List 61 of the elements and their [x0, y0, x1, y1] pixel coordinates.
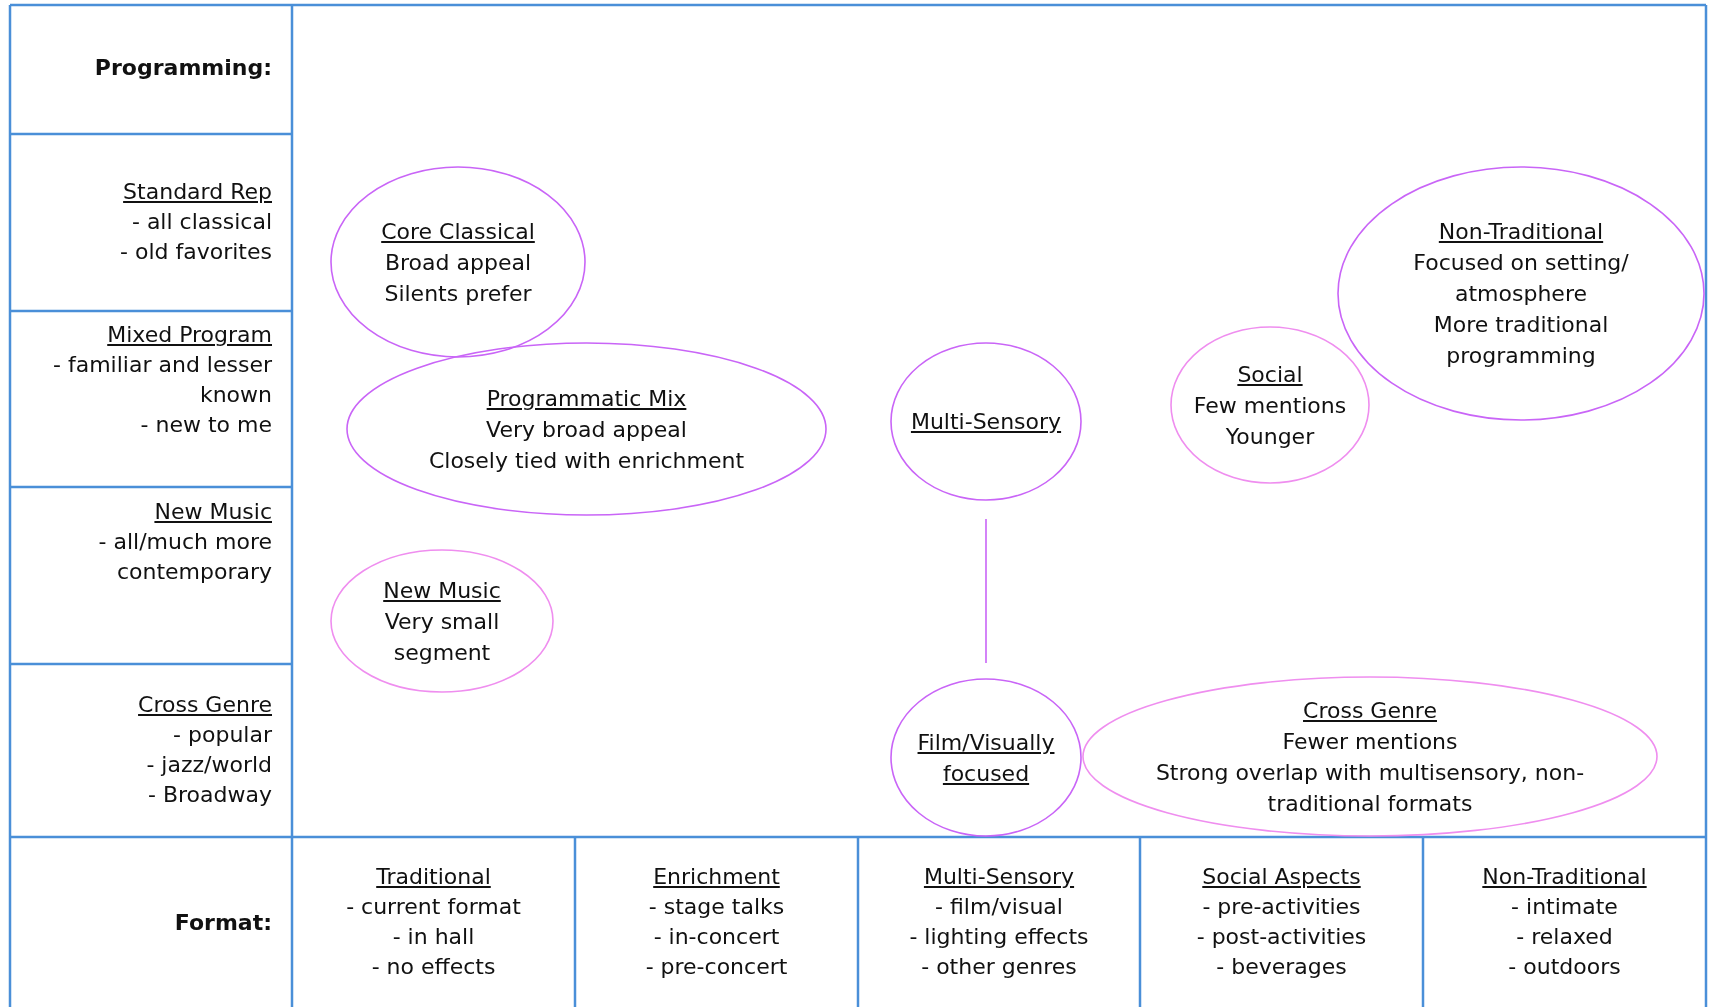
bubble-note: Strong overlap with multisensory, non-traditional formats [1154, 758, 1586, 818]
category-note: - film/visual [935, 893, 1063, 921]
bubble-note: Very broad appeal [486, 415, 687, 444]
oval-bubble [1170, 326, 1370, 484]
category-note: - lighting effects [909, 923, 1089, 951]
category-note: - relaxed [1516, 923, 1613, 951]
bubble-note: Fewer mentions [1282, 727, 1458, 756]
oval-bubble [330, 549, 554, 693]
category-heading: Mixed Program [107, 321, 272, 349]
bubble-heading: New Music [383, 576, 501, 605]
category-note: - other genres [921, 953, 1077, 981]
category-heading: Traditional [376, 863, 491, 891]
bubble-heading: Programmatic Mix [486, 384, 687, 413]
bubble-note: Focused on setting/ atmosphere [1412, 249, 1630, 308]
bubble-heading: Core Classical [381, 217, 535, 246]
category-note: - all/much more contemporary [97, 528, 272, 586]
oval-bubble [330, 166, 586, 358]
category-note: - in-concert [653, 923, 780, 951]
category-note: - familiar and lesser known [52, 351, 272, 409]
category-note: - no effects [371, 953, 496, 981]
category-heading: Social Aspects [1202, 863, 1361, 891]
bubble-note: Very small segment [383, 607, 501, 667]
bubble-note: Few mentions [1193, 391, 1347, 420]
bubble-heading: Social [1237, 360, 1303, 389]
oval-bubble [890, 678, 1082, 837]
category-note: - current format [346, 893, 521, 921]
category-note: - new to me [140, 411, 272, 439]
category-note: - beverages [1216, 953, 1347, 981]
category-note: - post-activities [1196, 923, 1367, 951]
bubble-note: Closely tied with enrichment [428, 446, 745, 475]
category-note: - pre-concert [645, 953, 788, 981]
axis-title: Format: [174, 909, 272, 937]
bubble-heading: Non-Traditional [1438, 218, 1604, 246]
bubble-note: Younger [1225, 422, 1315, 451]
category-note: - Broadway [148, 781, 272, 809]
bubble-heading: Cross Genre [1303, 696, 1437, 725]
bubble-heading: Film/Visually focused [916, 728, 1056, 788]
category-note: - popular [173, 721, 272, 749]
bubble-note: Broad appeal [384, 248, 532, 277]
category-heading: Enrichment [653, 863, 780, 891]
category-note: - all classical [131, 208, 272, 236]
category-note: - outdoors [1508, 953, 1621, 981]
category-note: - pre-activities [1202, 893, 1361, 921]
category-heading: New Music [154, 498, 272, 526]
category-heading: Cross Genre [138, 691, 272, 719]
connector-line [985, 518, 987, 664]
category-note: - in hall [392, 923, 475, 951]
oval-bubble [890, 342, 1082, 501]
axis-title: Programming: [94, 54, 272, 82]
bubble-note: Silents prefer [384, 279, 532, 308]
category-note: - stage talks [648, 893, 785, 921]
category-note: - jazz/world [146, 751, 272, 779]
oval-bubble [1082, 676, 1658, 837]
bubble-note: More traditional programming [1432, 311, 1610, 370]
category-heading: Standard Rep [123, 178, 272, 206]
category-note: - old favorites [120, 238, 272, 266]
category-note: - intimate [1511, 893, 1618, 921]
category-heading: Non-Traditional [1482, 863, 1647, 891]
category-heading: Multi-Sensory [923, 863, 1075, 891]
bubble-heading: Multi-Sensory [910, 408, 1062, 436]
oval-bubble [346, 342, 827, 516]
